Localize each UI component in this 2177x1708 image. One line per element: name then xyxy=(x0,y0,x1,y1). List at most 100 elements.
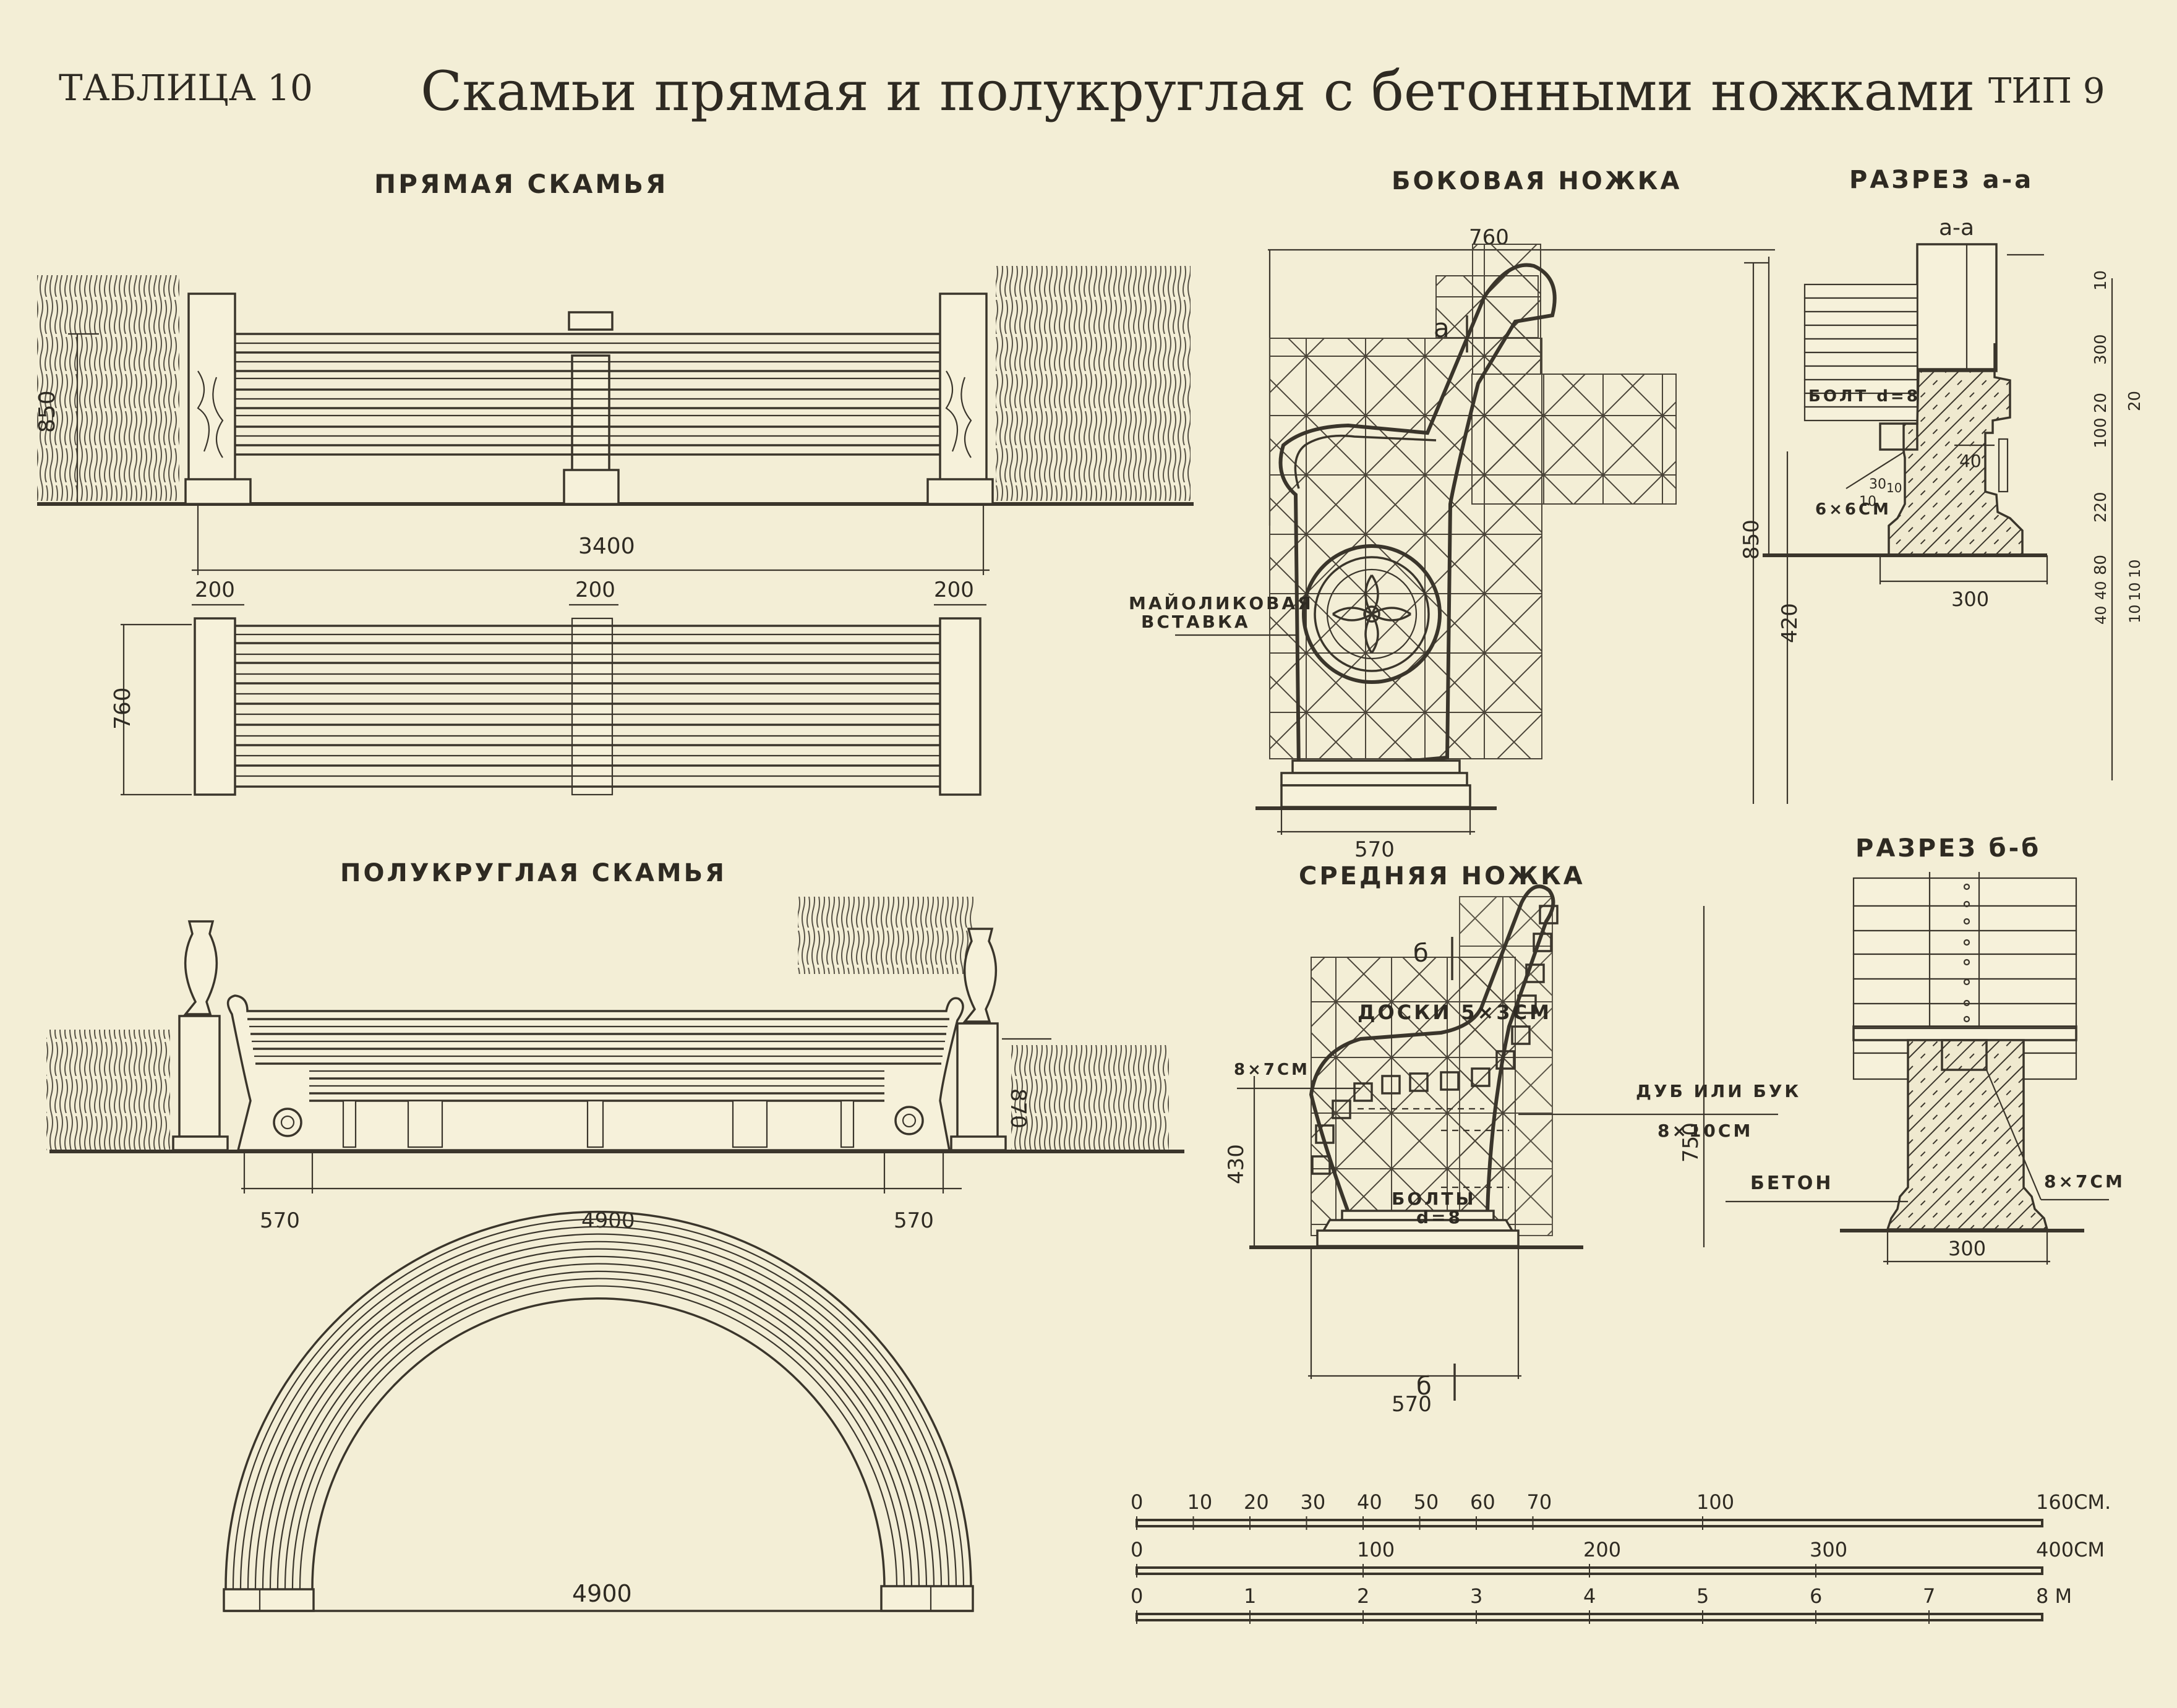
scale-tick-label: 7 xyxy=(1923,1584,1935,1608)
section-aa-inner-dim: 40 xyxy=(1959,451,1982,471)
side-leg-seat-height-dim: 420 xyxy=(1777,603,1802,643)
aa-chain-dim-80: 80 xyxy=(2092,555,2110,575)
straight-bench-length-dim: 3400 xyxy=(578,534,635,559)
scale-tick-label: 200 xyxy=(1583,1538,1621,1561)
tree-top-semi xyxy=(798,897,974,974)
scale-tick-label: 5 xyxy=(1696,1584,1709,1608)
section-bb-title: РАЗРЕЗ б-б xyxy=(1855,834,2041,863)
aa-chain-dim-10: 10 xyxy=(2092,270,2110,291)
side-leg-profile xyxy=(1278,263,1557,774)
semicircular-bench-title: ПОЛУКРУГЛАЯ СКАМЬЯ xyxy=(340,859,727,887)
seat-tiles xyxy=(1311,905,1559,1175)
plan-slats xyxy=(235,625,940,788)
bolt-label: БОЛТ d=8 xyxy=(1808,387,1920,406)
semicircular-bench-section: ПОЛУКРУГЛАЯ СКАМЬЯ xyxy=(46,859,1184,1612)
block-label: 6×6СМ xyxy=(1815,500,1891,519)
table-label: ТАБЛИЦА 10 xyxy=(59,67,313,109)
scale-end-label: 400СМ xyxy=(2036,1538,2105,1561)
semi-height-dim: 870 xyxy=(1006,1088,1030,1129)
section-bb-concrete xyxy=(1886,1039,2049,1231)
section-aa: РАЗРЕЗ а-а а-а 200 БОЛТ d=8 40 6×6СМ xyxy=(1763,166,2144,780)
bench-plan: 200 200 200 xyxy=(110,578,986,796)
semi-dim-right: 570 xyxy=(894,1208,934,1233)
section-bb-slats xyxy=(1852,872,2077,1080)
concrete-label: БЕТОН xyxy=(1750,1172,1833,1194)
urn-right xyxy=(962,928,998,1023)
aa-chain-dim-20: 20 xyxy=(2092,393,2110,413)
scale-tick-label: 30 xyxy=(1301,1490,1326,1514)
scale-tick-label: 60 xyxy=(1470,1490,1495,1514)
middle-leg-seat-height-dim: 430 xyxy=(1224,1144,1249,1184)
plan-leg-width-dim-mid: 200 xyxy=(575,578,615,602)
plan-leg-width-dim-right: 200 xyxy=(934,578,974,602)
majolica-label-line1: МАЙОЛИКОВАЯ xyxy=(1129,592,1314,613)
section-aa-small-dim-2: 10 xyxy=(1886,480,1902,495)
section-aa-base-width-dim: 300 xyxy=(1951,587,1989,611)
tree-right-semi xyxy=(1011,1045,1169,1150)
boards-label: ДОСКИ 5×3СМ xyxy=(1358,1001,1552,1024)
scale-tick-label: 4 xyxy=(1583,1584,1596,1608)
middle-leg-base-width-dim: 570 xyxy=(1392,1392,1432,1417)
tree-right xyxy=(996,266,1191,501)
bolts-label-line1: БОЛТЫ xyxy=(1392,1189,1476,1209)
middle-leg-height-dim: 750 xyxy=(1679,1122,1703,1163)
aa-outer-dim-10c: 10 xyxy=(2126,604,2144,623)
plan-leg-width-dim-left: 200 xyxy=(195,578,235,602)
aa-chain-dim-220: 220 xyxy=(2092,492,2110,523)
scale-tick-label: 70 xyxy=(1527,1490,1552,1514)
aa-chain-dim-300: 300 xyxy=(2092,334,2110,365)
section-aa-small-dim-1: 30 xyxy=(1869,477,1886,492)
bolts-label-line2: d=8 xyxy=(1416,1207,1463,1228)
scale-tick-label: 0 xyxy=(1131,1538,1143,1561)
scale-tick-label: 100 xyxy=(1696,1490,1734,1514)
section-bb-base-width-dim: 300 xyxy=(1948,1237,1986,1260)
side-leg-section-mark: а xyxy=(1434,313,1450,343)
bench-elevation xyxy=(184,292,994,505)
section-bb-rail-label: 8×7СМ xyxy=(2044,1171,2125,1192)
side-leg-section: БОКОВАЯ НОЖКА 760 570 а МАЙОЛИКОВАЯ ВСТА… xyxy=(1129,167,1802,862)
scale-tick-label: 2 xyxy=(1357,1584,1369,1608)
middle-leg-profile xyxy=(1309,884,1555,1214)
straight-bench-section: ПРЯМАЯ СКАМЬЯ xyxy=(35,169,1194,796)
side-leg-base-width-dim: 570 xyxy=(1354,837,1395,862)
section-bb: РАЗРЕЗ б-б БЕТОН 8×7СМ xyxy=(1726,834,2125,1265)
middle-leg-section-mark-bottom: б xyxy=(1416,1372,1432,1401)
semi-dim-left: 570 xyxy=(260,1208,300,1233)
side-leg-grid-right xyxy=(1471,374,1677,505)
scale-tick-label: 3 xyxy=(1470,1584,1482,1608)
majolica-insert xyxy=(1302,544,1442,684)
scale-tick-label: 100 xyxy=(1357,1538,1395,1561)
scale-tick-label: 40 xyxy=(1357,1490,1382,1514)
scale-tick-label: 6 xyxy=(1810,1584,1822,1608)
middle-leg-section: СРЕДНЯЯ НОЖКА б xyxy=(1224,862,1798,1417)
straight-bench-height-dim: 850 xyxy=(35,390,60,433)
section-aa-concrete xyxy=(1888,343,2024,557)
plan-depth-dim: 760 xyxy=(110,687,135,730)
side-leg-title: БОКОВАЯ НОЖКА xyxy=(1392,167,1682,195)
tree-left xyxy=(37,275,179,501)
middle-leg-section-mark-top: б xyxy=(1413,939,1429,968)
wood-size-label: 8×10СМ xyxy=(1657,1121,1753,1141)
scale-tick-label: 0 xyxy=(1131,1490,1143,1514)
aa-outer-dim-10b: 10 xyxy=(2126,582,2144,601)
aa-outer-dim-20: 20 xyxy=(2126,391,2144,411)
section-aa-slats xyxy=(1803,283,1918,422)
header: ТАБЛИЦА 10 Скамьи прямая и полукруглая с… xyxy=(59,59,2105,123)
majolica-label-line2: ВСТАВКА xyxy=(1141,612,1251,632)
side-leg-height-dim: 850 xyxy=(1739,519,1764,560)
rail-label: 8×7СМ xyxy=(1234,1061,1310,1079)
section-aa-title: РАЗРЕЗ а-а xyxy=(1849,166,2034,194)
sheet-title: Скамьи прямая и полукруглая с бетонными … xyxy=(421,59,1975,123)
scale-tick-label: 50 xyxy=(1414,1490,1439,1514)
scale-end-label: 8 М xyxy=(2036,1584,2072,1608)
scale-tick-label: 1 xyxy=(1244,1584,1256,1608)
aa-chain-dim-100: 100 xyxy=(2092,417,2110,448)
scale-tick-label: 20 xyxy=(1244,1490,1269,1514)
aa-outer-dim-10a: 10 xyxy=(2126,559,2144,578)
scale-tick-label: 0 xyxy=(1131,1584,1143,1608)
scale-end-label: 160СМ. xyxy=(2036,1490,2111,1514)
scale-bar-1 xyxy=(1136,1519,2043,1527)
semicircular-bench-plan: 4900 xyxy=(223,1210,974,1612)
